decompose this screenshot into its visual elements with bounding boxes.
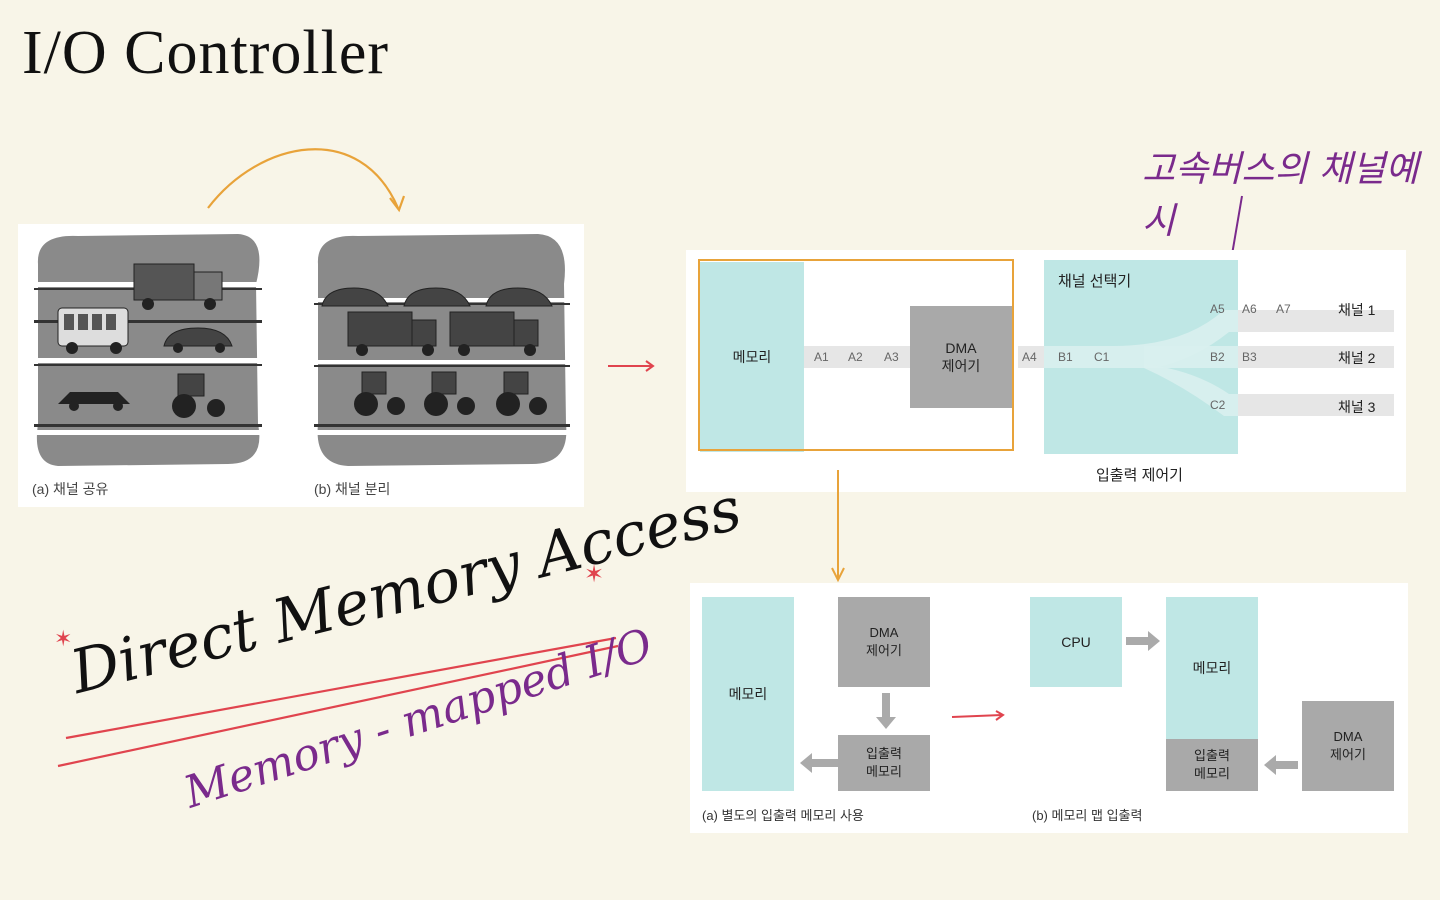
addr-a3: A3: [884, 350, 899, 364]
b-memory-box: 메모리: [1166, 597, 1258, 739]
addr-a1: A1: [814, 350, 829, 364]
orange-highlight-frame: [698, 259, 1014, 451]
memory-box: 메모리: [700, 262, 804, 452]
dma-controller-box: DMA 제어기: [910, 306, 1012, 408]
a-io-label: 입출력: [866, 746, 902, 761]
dma-label: DMA: [945, 340, 977, 356]
channel-3-label: 채널 3: [1338, 399, 1376, 415]
b-controller-label: 제어기: [1330, 747, 1366, 762]
a-caption: (a) 별도의 입출력 메모리 사용: [702, 808, 864, 823]
a-down-arrow-icon: [876, 693, 896, 729]
channel-1-label: 채널 1: [1338, 302, 1376, 318]
a-controller-label: 제어기: [866, 643, 902, 658]
bus-segment: [804, 346, 910, 368]
traffic-caption-b: (b) 채널 분리: [314, 481, 391, 497]
channel-selector-label: 채널 선택기: [1058, 273, 1132, 290]
b-cpu-label: CPU: [1061, 634, 1091, 650]
page-title: I/O Controller: [22, 19, 389, 87]
a-memory-box: 메모리: [702, 597, 794, 791]
star-icon-left: ✶: [54, 626, 73, 651]
addr-a2: A2: [848, 350, 863, 364]
traffic-caption-a: (a) 채널 공유: [32, 481, 109, 497]
channel-branches: [1044, 310, 1394, 416]
b-io-label: 입출력: [1194, 748, 1230, 763]
a-dma-label: DMA: [869, 625, 899, 640]
b-caption: (b) 메모리 맵 입출력: [1032, 808, 1143, 823]
b-memory-label: 메모리: [1192, 660, 1232, 676]
addr-c1: C1: [1094, 350, 1110, 364]
io-controller-caption: 입출력 제어기: [1096, 467, 1183, 484]
traffic-illustration: [34, 234, 570, 466]
a-memory-label: 메모리: [728, 686, 768, 702]
addr-a6: A6: [1242, 302, 1257, 316]
mmio-red-arrow-icon: [951, 710, 1005, 721]
a-left-arrow-icon: [800, 753, 838, 773]
addr-b2: B2: [1210, 350, 1225, 364]
addr-b3: B3: [1242, 350, 1257, 364]
addr-a4: A4: [1022, 350, 1037, 364]
red-underline: [57, 636, 619, 768]
io-controller-diagram: 메모리 A1 A2 A3 DMA 제어기 채널 선택기 A4 B1 C1 A5 A…: [686, 250, 1406, 492]
b-io-memory-label: 메모리: [1194, 766, 1230, 781]
controller-label: 제어기: [941, 358, 981, 374]
b-right-arrow-icon: [1126, 631, 1160, 651]
addr-a5: A5: [1210, 302, 1225, 316]
bus-segment-2: [1018, 346, 1048, 368]
annotation-highspeed-bus: 고속버스의 채널예시: [1142, 149, 1419, 242]
addr-a7: A7: [1276, 302, 1291, 316]
traffic-figure: (a) 채널 공유 (b) 채널 분리: [18, 224, 584, 507]
addr-b1: B1: [1058, 350, 1073, 364]
curved-arrow-icon: [207, 148, 406, 213]
memory-label: 메모리: [732, 349, 772, 365]
down-arrow-icon: [831, 470, 845, 583]
b-left-arrow-icon: [1264, 755, 1298, 775]
right-arrow-icon: [608, 360, 655, 372]
b-dma-box: DMA 제어기: [1302, 701, 1394, 791]
addr-c2: C2: [1210, 398, 1226, 412]
star-icon-right: ✶: [584, 561, 605, 588]
b-dma-label: DMA: [1333, 729, 1363, 744]
a-io-memory-label: 메모리: [866, 764, 902, 779]
b-cpu-box: CPU: [1030, 597, 1122, 687]
channel-2-label: 채널 2: [1338, 350, 1376, 366]
a-dma-box: DMA 제어기: [838, 597, 930, 687]
